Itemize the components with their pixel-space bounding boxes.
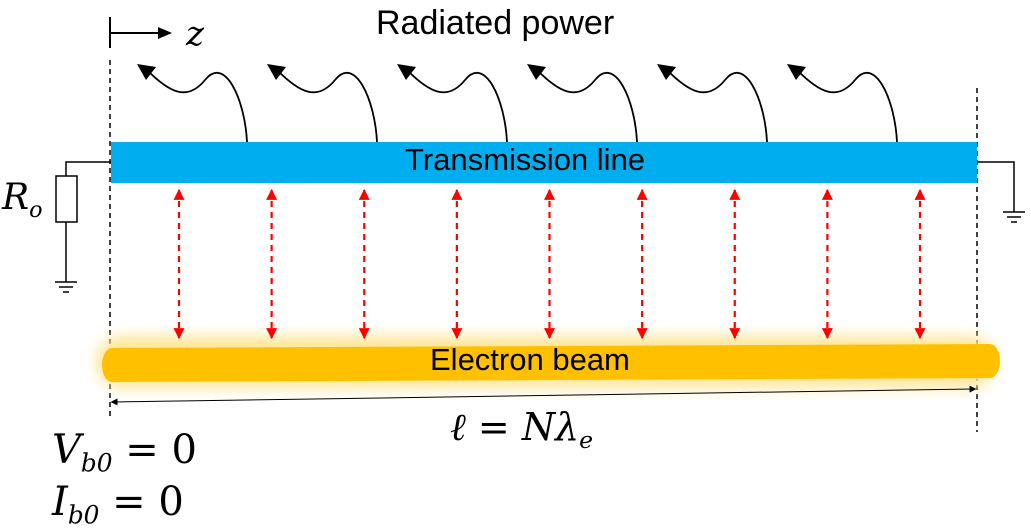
transmission-line-label: Transmission line [405, 142, 646, 177]
length-equation: ℓ = Nλe [450, 405, 593, 452]
radiated-power-title: Radiated power [376, 4, 615, 42]
resistor-circuit [55, 161, 111, 293]
radiation-arrow [406, 69, 508, 143]
ground-icon [1003, 211, 1025, 223]
radiation-arrow [666, 69, 768, 143]
radiation-arrow [796, 69, 898, 143]
current-subscript: b0 [67, 500, 100, 530]
current-rhs: = 0 [99, 479, 184, 525]
voltage-equation: Vb0 = 0 [52, 427, 197, 476]
resistor-symbol-text: R [2, 177, 30, 218]
z-axis-label: z [186, 14, 204, 54]
electron-beam-cap-right [980, 344, 1000, 378]
current-symbol: I [52, 479, 68, 525]
radiation-arrows [137, 64, 898, 143]
resistor-label: Ro [2, 177, 43, 221]
resistor-symbol [55, 175, 78, 223]
length-dimension-arrow [110, 385, 977, 406]
radiation-arrow [536, 69, 638, 143]
radiation-arrowhead [397, 64, 416, 80]
length-rhs: Nλ [521, 405, 580, 449]
coupling-arrows [173, 188, 926, 340]
radiation-arrowhead [787, 64, 806, 80]
electron-beam-cap-left [102, 348, 122, 382]
length-lhs: ℓ [450, 405, 466, 449]
electron-beam-label: Electron beam [430, 342, 630, 377]
radiation-arrow [146, 69, 248, 143]
z-axis-arrow [109, 17, 172, 48]
radiation-arrow [276, 69, 378, 143]
length-equals: = [465, 405, 522, 449]
radiation-arrowhead [137, 64, 156, 80]
ground-icon [55, 281, 77, 293]
transmission-line-bar [111, 142, 977, 183]
resistor-subscript: o [29, 196, 43, 223]
radiation-arrowhead [527, 64, 546, 80]
radiation-arrowhead [657, 64, 676, 80]
electron-beam [96, 336, 1000, 388]
voltage-symbol: V [52, 427, 81, 473]
voltage-rhs: = 0 [112, 427, 197, 473]
length-subscript: e [579, 426, 594, 455]
right-ground-circuit [977, 161, 1025, 223]
radiation-arrowhead [267, 64, 286, 80]
voltage-subscript: b0 [80, 448, 113, 478]
electron-beam-bar [112, 344, 990, 382]
current-equation: Ib0 = 0 [52, 479, 184, 528]
